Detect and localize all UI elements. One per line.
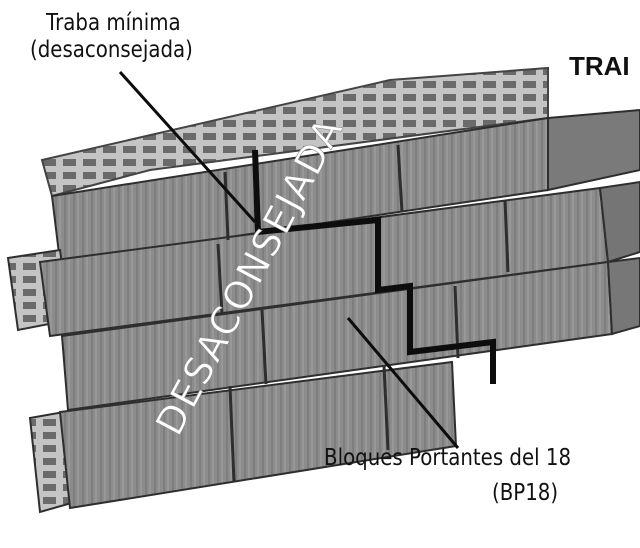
callout-top-line1: Traba mínima [46, 10, 182, 36]
course-1-end [547, 108, 640, 192]
leader-line-bottom [346, 317, 460, 449]
callout-bottom-line1: Bloques Portantes del 18 [324, 445, 572, 471]
head-joints [216, 144, 510, 483]
leader-line-top [118, 70, 257, 224]
callout-top-line2: (desaconsejada) [30, 37, 193, 63]
course-2-end [598, 180, 640, 264]
course-3-end [606, 256, 640, 336]
callout-bloques-portantes: Bloques Portantes del 18 (BP18) [293, 447, 640, 505]
side-title-cropped: TRAI [569, 51, 630, 81]
callout-bottom-line2: (BP18) [492, 480, 559, 506]
callout-traba-minima: Traba mínima (desaconsejada) [30, 12, 219, 62]
bond-zigzag-line [252, 149, 496, 384]
